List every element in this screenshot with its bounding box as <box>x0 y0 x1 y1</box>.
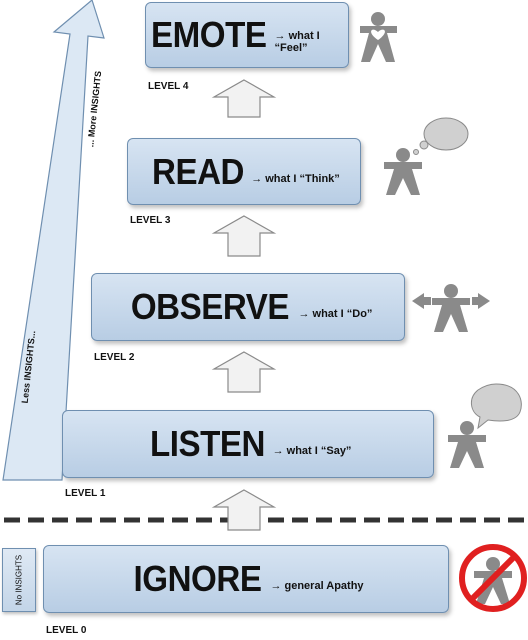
no-insights-box: No INSIGHTS <box>2 548 36 612</box>
person-speech-bubble-icon <box>448 383 522 468</box>
person-prohibited-icon <box>459 544 527 612</box>
level-title: EMOTE <box>151 14 267 55</box>
level-box-emote: EMOTE → what I “Feel” <box>145 2 349 68</box>
up-arrow-icon <box>211 215 277 257</box>
level-box-ignore: IGNORE → general Apathy <box>43 545 449 613</box>
level-box-listen: LISTEN → what I “Say” <box>62 410 434 478</box>
level-label: LEVEL 4 <box>148 81 189 92</box>
level-title: LISTEN <box>149 423 265 464</box>
level-title: IGNORE <box>133 558 262 599</box>
no-insights-label: No INSIGHTS <box>14 554 24 606</box>
level-subtitle: → what I “Feel” <box>274 30 320 54</box>
level-box-observe: OBSERVE → what I “Do” <box>91 273 405 341</box>
insight-arrow <box>2 0 105 481</box>
level-subtitle: → general Apathy <box>270 580 364 592</box>
level-label: LEVEL 2 <box>94 352 135 363</box>
level-box-read: READ → what I “Think” <box>127 138 361 205</box>
person-arrows-icon <box>412 284 490 332</box>
level-subtitle: → what I “Say” <box>272 445 352 457</box>
person-heart-icon <box>360 12 397 62</box>
up-arrow-icon <box>211 489 277 531</box>
person-thought-bubble-icon <box>384 117 469 195</box>
level-label: LEVEL 3 <box>130 215 171 226</box>
level-subtitle: → what I “Do” <box>298 308 373 320</box>
up-arrow-icon <box>211 351 277 393</box>
up-arrow-icon <box>211 79 277 118</box>
level-subtitle: → what I “Think” <box>251 172 340 185</box>
level-title: READ <box>152 150 245 192</box>
level-title: OBSERVE <box>130 286 289 327</box>
level-label: LEVEL 0 <box>46 625 87 636</box>
level-label: LEVEL 1 <box>65 488 106 499</box>
